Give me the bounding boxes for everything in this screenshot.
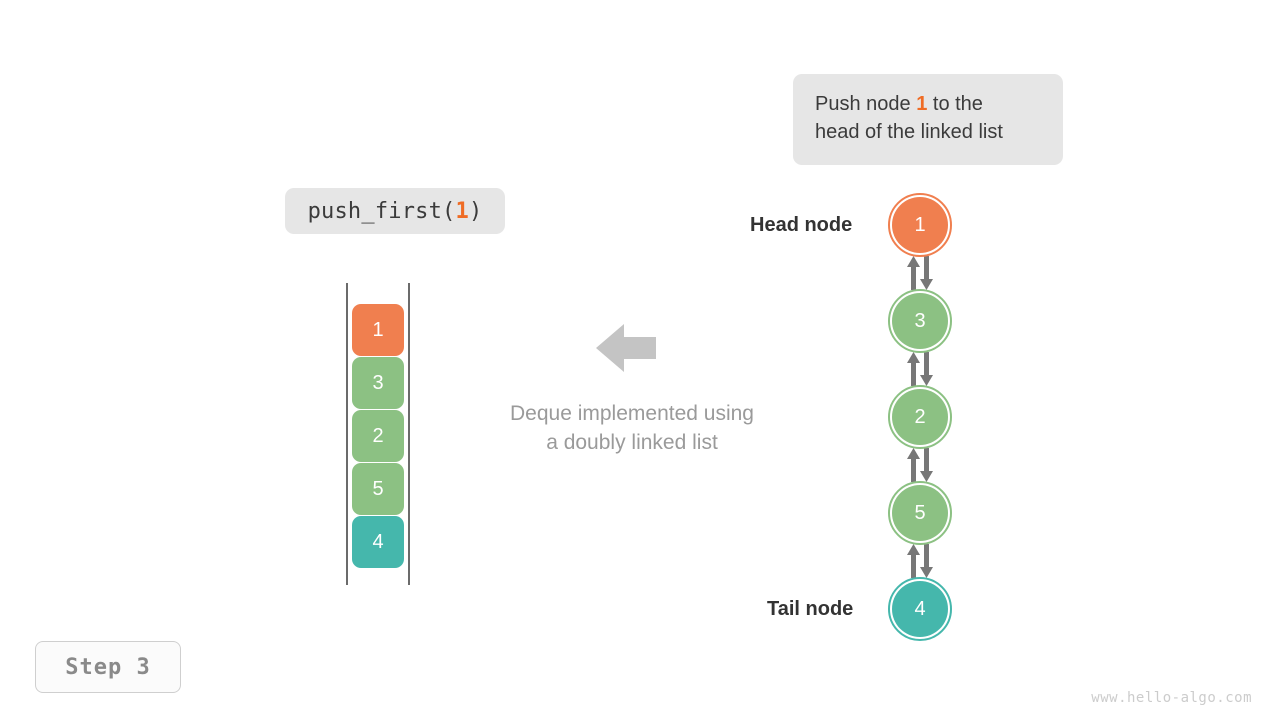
callout-box: Push node 1 to the head of the linked li… <box>793 74 1063 165</box>
node-ring <box>888 577 952 641</box>
bidirectional-link-arrows-icon <box>898 448 942 486</box>
linked-list-node: 4 <box>888 577 952 641</box>
node-ring <box>888 289 952 353</box>
linked-list-node: 3 <box>888 289 952 353</box>
linked-list-node: 2 <box>888 385 952 449</box>
tail-node-label: Tail node <box>767 598 854 620</box>
callout-text-line2: head of the linked list <box>815 121 1003 144</box>
operation-argument: 1 <box>455 198 469 224</box>
node-core <box>892 581 948 637</box>
operation-label: push_first(1) <box>285 188 505 234</box>
node-core <box>892 485 948 541</box>
callout-text-after: to the <box>927 93 983 115</box>
stack-cell: 3 <box>352 357 404 409</box>
step-badge: Step 3 <box>35 641 181 693</box>
stack-cell: 5 <box>352 463 404 515</box>
node-value: 3 <box>914 309 926 332</box>
operation-name: push_first( <box>307 198 456 224</box>
linked-list-node: 1 <box>888 193 952 257</box>
operation-paren-close: ) <box>468 198 483 224</box>
bidirectional-link-arrows-icon <box>898 256 942 294</box>
node-value: 4 <box>914 597 926 620</box>
head-node-label: Head node <box>750 214 853 236</box>
stack-cell: 2 <box>352 410 404 462</box>
left-pointing-arrow-icon <box>596 322 656 374</box>
watermark: www.hello-algo.com <box>1091 690 1252 706</box>
node-core <box>892 293 948 349</box>
callout-accent-value: 1 <box>916 93 928 115</box>
node-value: 2 <box>914 405 926 428</box>
stack-cell: 4 <box>352 516 404 568</box>
caption-line-1: Deque implemented using <box>510 402 754 425</box>
caption-line-2: a doubly linked list <box>546 430 718 454</box>
bidirectional-link-arrows-icon <box>898 352 942 390</box>
diagram-caption: Deque implemented using a doubly linked … <box>452 400 812 458</box>
node-value: 1 <box>914 213 926 236</box>
doubly-linked-list: 1 3 2 5 4 <box>888 193 952 641</box>
stack-cell: 1 <box>352 304 404 356</box>
node-core <box>892 197 948 253</box>
callout-text-before: Push node <box>815 93 917 115</box>
linked-list-node: 5 <box>888 481 952 545</box>
node-value: 5 <box>914 501 926 524</box>
stack-wall-left <box>346 283 348 585</box>
node-core <box>892 389 948 445</box>
node-ring <box>888 193 952 257</box>
stack-wall-right <box>408 283 410 585</box>
node-ring <box>888 385 952 449</box>
node-ring <box>888 481 952 545</box>
bidirectional-link-arrows-icon <box>898 544 942 582</box>
